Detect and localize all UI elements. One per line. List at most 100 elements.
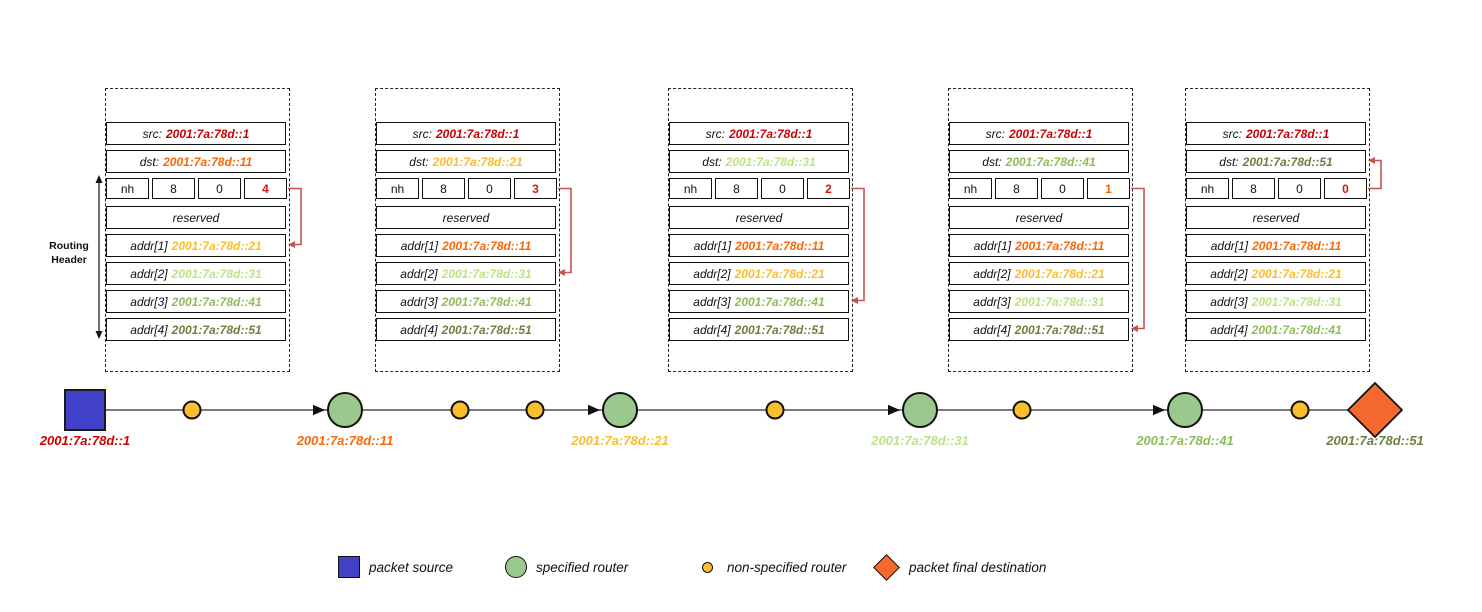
path-arrowhead bbox=[588, 404, 600, 416]
addr-row-3-label: addr[3] bbox=[130, 294, 168, 309]
pointer-arrow-line bbox=[1368, 159, 1382, 190]
specified-router-icon bbox=[505, 556, 527, 578]
hdr-ext-len-cell: 8 bbox=[152, 178, 195, 199]
src-row-value: 2001:7a:78d::1 bbox=[435, 126, 520, 141]
legend-item-circle: specified router bbox=[505, 552, 628, 582]
segments-left-pointer-arrow bbox=[1131, 187, 1145, 332]
nh-cell: nh bbox=[669, 178, 712, 199]
nh-cell: nh bbox=[106, 178, 149, 199]
specified-router-node bbox=[1167, 392, 1203, 428]
pointer-arrowhead bbox=[851, 297, 858, 304]
addr-row-2-label: addr[2] bbox=[693, 266, 731, 281]
node-address-label: 2001:7a:78d::51 bbox=[1326, 433, 1424, 448]
segments-left-cell: 0 bbox=[1324, 178, 1367, 199]
routing-type-cell: 0 bbox=[761, 178, 804, 199]
addr-row-1: addr[1]2001:7a:78d::11 bbox=[1186, 234, 1366, 257]
segments-left-cell: 4 bbox=[244, 178, 287, 199]
node-address-label: 2001:7a:78d::11 bbox=[296, 433, 394, 448]
non-specified-router-node bbox=[1012, 400, 1032, 420]
addr-row-3-value: 2001:7a:78d::31 bbox=[1014, 294, 1105, 309]
addr-row-3: addr[3]2001:7a:78d::31 bbox=[1186, 290, 1366, 313]
addr-row-2: addr[2]2001:7a:78d::31 bbox=[376, 262, 556, 285]
addr-row-4-label: addr[4] bbox=[693, 322, 731, 337]
packet-dashed-outline bbox=[105, 88, 290, 372]
pointer-arrowhead bbox=[288, 241, 295, 248]
addr-row-4-label: addr[4] bbox=[973, 322, 1011, 337]
path-arrowhead bbox=[888, 404, 900, 416]
pointer-arrowhead bbox=[558, 269, 565, 276]
addr-row-1: addr[1]2001:7a:78d::11 bbox=[949, 234, 1129, 257]
pointer-arrowhead bbox=[1131, 325, 1138, 332]
addr-row-4-value: 2001:7a:78d::51 bbox=[1014, 322, 1105, 337]
src-row-label: src: bbox=[985, 126, 1005, 141]
routing-type-cell: 0 bbox=[1041, 178, 1084, 199]
routing-type-cell: 0 bbox=[1278, 178, 1321, 199]
addr-row-1-value: 2001:7a:78d::11 bbox=[1252, 238, 1342, 253]
segments-left-pointer-arrow bbox=[1368, 157, 1382, 190]
specified-router-node bbox=[902, 392, 938, 428]
routing-header-label-line2: Header bbox=[51, 253, 87, 266]
src-row: src:2001:7a:78d::1 bbox=[669, 122, 849, 145]
addr-row-4-label: addr[4] bbox=[400, 322, 438, 337]
routing-header-label-line1: Routing bbox=[49, 240, 89, 252]
addr-row-1-label: addr[1] bbox=[130, 238, 168, 253]
addr-row-3-label: addr[3] bbox=[693, 294, 731, 309]
addr-row-3: addr[3]2001:7a:78d::41 bbox=[376, 290, 556, 313]
pointer-arrow-line bbox=[851, 187, 865, 302]
addr-row-4-value: 2001:7a:78d::41 bbox=[1251, 322, 1342, 337]
addr-row-2-label: addr[2] bbox=[130, 266, 168, 281]
reserved-row: reserved bbox=[376, 206, 556, 229]
pointer-arrow-line bbox=[558, 187, 572, 274]
hdr-ext-len-cell: 8 bbox=[1232, 178, 1275, 199]
addr-row-1-label: addr[1] bbox=[400, 238, 439, 253]
addr-row-3-value: 2001:7a:78d::41 bbox=[171, 294, 262, 309]
legend-item-square: packet source bbox=[338, 552, 453, 582]
addr-row-4-value: 2001:7a:78d::51 bbox=[171, 322, 262, 337]
non-specified-router-icon bbox=[702, 561, 713, 573]
src-row: src:2001:7a:78d::1 bbox=[949, 122, 1129, 145]
specified-router-node bbox=[327, 392, 363, 428]
reserved-row: reserved bbox=[669, 206, 849, 229]
addr-row-2: addr[2]2001:7a:78d::21 bbox=[1186, 262, 1366, 285]
addr-row-3: addr[3]2001:7a:78d::41 bbox=[669, 290, 849, 313]
addr-row-4: addr[4]2001:7a:78d::51 bbox=[376, 318, 556, 341]
packet-source-icon bbox=[338, 556, 360, 578]
hdr-ext-len-cell: 8 bbox=[715, 178, 758, 199]
segments-left-pointer-arrow bbox=[851, 187, 865, 304]
node-address-label: 2001:7a:78d::31 bbox=[871, 433, 969, 448]
src-row-label: src: bbox=[142, 126, 162, 141]
addr-row-2: addr[2]2001:7a:78d::31 bbox=[106, 262, 286, 285]
nh-cell: nh bbox=[376, 178, 419, 199]
dst-row: dst:2001:7a:78d::31 bbox=[669, 150, 849, 173]
addr-row-2: addr[2]2001:7a:78d::21 bbox=[669, 262, 849, 285]
nh-cell: nh bbox=[949, 178, 992, 199]
src-row-value: 2001:7a:78d::1 bbox=[728, 126, 813, 141]
packet-dashed-outline bbox=[375, 88, 560, 372]
addr-row-1: addr[1]2001:7a:78d::11 bbox=[376, 234, 556, 257]
dst-row-label: dst: bbox=[139, 154, 160, 169]
addr-row-2-label: addr[2] bbox=[973, 266, 1011, 281]
hdr-ext-len-cell: 8 bbox=[995, 178, 1038, 199]
packet-dashed-outline bbox=[948, 88, 1133, 372]
reserved-row: reserved bbox=[949, 206, 1129, 229]
segments-left-pointer-arrow bbox=[288, 187, 302, 248]
pointer-arrow-line bbox=[1131, 187, 1145, 330]
addr-row-2: addr[2]2001:7a:78d::21 bbox=[949, 262, 1129, 285]
dst-row-value: 2001:7a:78d::41 bbox=[1005, 154, 1096, 169]
addr-row-4-value: 2001:7a:78d::51 bbox=[441, 322, 532, 337]
addr-row-3-label: addr[3] bbox=[973, 294, 1011, 309]
packet-dashed-outline bbox=[668, 88, 853, 372]
segments-left-pointer-arrow bbox=[558, 187, 572, 276]
addr-row-2-value: 2001:7a:78d::21 bbox=[1014, 266, 1105, 281]
reserved-row: reserved bbox=[1186, 206, 1366, 229]
addr-row-2-value: 2001:7a:78d::21 bbox=[734, 266, 825, 281]
routing-header-label: Routing Header bbox=[40, 240, 98, 267]
addr-row-3: addr[3]2001:7a:78d::41 bbox=[106, 290, 286, 313]
addr-row-1: addr[1]2001:7a:78d::21 bbox=[106, 234, 286, 257]
segments-left-cell: 3 bbox=[514, 178, 557, 199]
dst-row-label: dst: bbox=[1219, 154, 1239, 169]
addr-row-4-label: addr[4] bbox=[1210, 322, 1248, 337]
